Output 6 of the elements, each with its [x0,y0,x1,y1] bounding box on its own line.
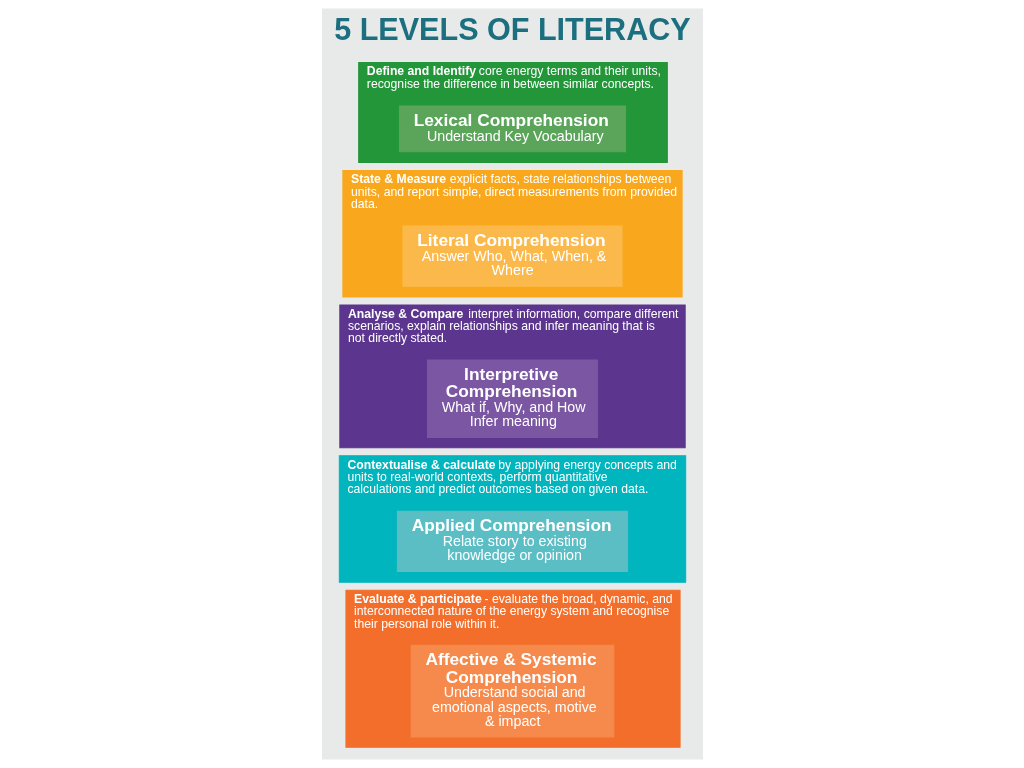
node-box: Literal Comprehension Answer Who, What, When, & Where [402,225,622,287]
node-box: Interpretive Comprehension What if, Why, and How Infer meaning [426,359,598,438]
node-box: Applied Comprehension Relate story to existing knowledge or opinion [396,510,628,572]
diagram-title: 5 LEVELS OF LITERACY [333,12,691,47]
node-box: Lexical Comprehension Understand Key Vocabulary [398,105,626,153]
node-box: Affective & Systemic Comprehension Understand social and emotional aspects, motive & impact [410,644,614,738]
